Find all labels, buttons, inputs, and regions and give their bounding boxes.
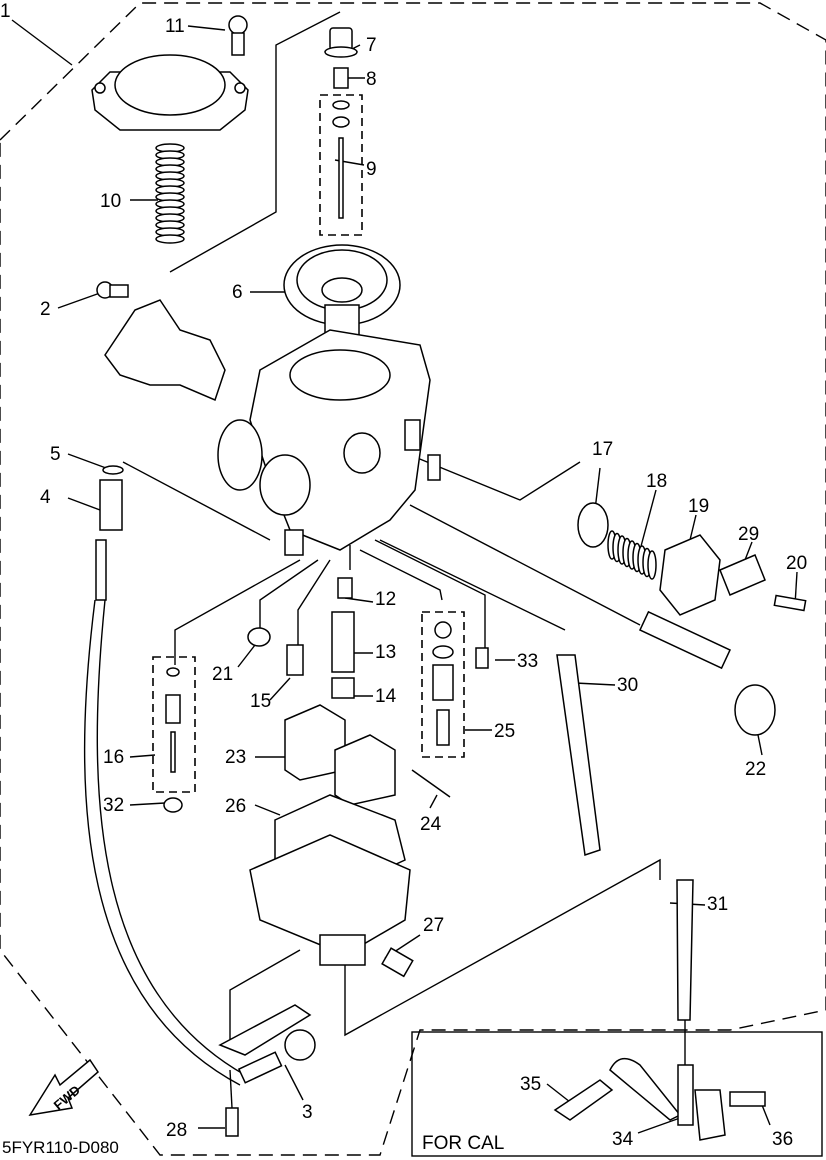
callout-9: 9: [366, 159, 377, 180]
callout-26: 26: [225, 796, 247, 817]
float-bowl: [249, 834, 411, 966]
pilot-jet-15: [286, 644, 304, 676]
elbow-34: [609, 1057, 682, 1121]
callout-2: 2: [40, 299, 51, 320]
callout-25: 25: [494, 721, 516, 742]
callout-30: 30: [617, 675, 639, 696]
plate-29: [719, 554, 766, 596]
spring-8: [333, 67, 349, 89]
needle-valve-25: [432, 621, 454, 746]
callout-7: 7: [366, 35, 377, 56]
fwd-arrow-icon: [28, 1058, 99, 1117]
needle-jet-13: [331, 611, 355, 673]
callout-24: 24: [420, 814, 442, 835]
callout-15: 15: [250, 691, 272, 712]
callout-29: 29: [738, 524, 760, 545]
callout-34: 34: [612, 1129, 634, 1150]
callout-14: 14: [375, 686, 397, 707]
callout-10: 10: [100, 191, 122, 212]
for-cal-label: FOR CAL: [422, 1133, 505, 1154]
kit-box-16: [152, 656, 196, 793]
float-pin-24: [411, 769, 451, 798]
callout-19: 19: [688, 496, 710, 517]
hose-30: [556, 654, 601, 856]
spring-10: [155, 143, 185, 244]
screw-2: [96, 281, 129, 299]
callout-23: 23: [225, 747, 247, 768]
callout-20: 20: [786, 553, 808, 574]
diagram-code: 5FYR110-D080: [2, 1138, 119, 1157]
screw-20: [773, 594, 807, 612]
callout-8: 8: [366, 69, 377, 90]
diaphragm-cover: [91, 54, 249, 131]
main-jet-14: [331, 677, 355, 699]
callout-6: 6: [232, 282, 243, 303]
callout-1: 1: [0, 1, 11, 22]
starter-plunger-22: [638, 610, 776, 736]
bracket-34: [694, 1089, 726, 1141]
choke-holder-19: [659, 534, 721, 616]
callout-27: 27: [423, 915, 445, 936]
callout-35: 35: [520, 1074, 542, 1095]
throttle-bracket: [104, 299, 226, 402]
pilot-screw-16: [165, 667, 181, 773]
jet-needle-9: [332, 100, 350, 219]
kit-box-25: [421, 611, 465, 758]
spring-18: [607, 530, 657, 580]
callout-21: 21: [212, 664, 234, 685]
callout-3: 3: [302, 1102, 313, 1123]
float-23: [284, 704, 396, 806]
plug-32: [163, 797, 183, 813]
screw-33: [475, 647, 489, 669]
callout-4: 4: [40, 487, 51, 508]
hose-35: [553, 1079, 614, 1121]
screw-28: [225, 1107, 239, 1137]
for-cal-inset-box: [411, 1031, 823, 1157]
throttle-cable-4: [83, 465, 246, 1086]
callout-18: 18: [646, 471, 668, 492]
callout-31: 31: [707, 894, 729, 915]
callout-36: 36: [772, 1129, 794, 1150]
fitting-34: [677, 1064, 694, 1126]
bolt-36: [729, 1091, 766, 1107]
leader-lines: [11, 11, 798, 1134]
callout-28: 28: [166, 1120, 188, 1141]
callout-5: 5: [50, 444, 61, 465]
callout-11: 11: [165, 16, 185, 37]
screw-11: [228, 15, 248, 56]
callout-17: 17: [592, 439, 614, 460]
callout-13: 13: [375, 642, 397, 663]
jet-12: [337, 577, 353, 599]
washer-21: [247, 627, 271, 647]
kit-box-9: [319, 94, 363, 236]
callout-32: 32: [103, 795, 125, 816]
callout-33: 33: [517, 651, 539, 672]
carburetor-body: [217, 329, 441, 556]
cap-7: [324, 27, 358, 58]
throttle-lever-3: [218, 1004, 316, 1084]
callout-12: 12: [375, 589, 397, 610]
callout-22: 22: [745, 759, 767, 780]
callout-16: 16: [103, 747, 125, 768]
hose-31: [676, 879, 694, 1021]
drain-screw-27: [381, 947, 414, 978]
choke-plunger-17: [577, 502, 609, 548]
